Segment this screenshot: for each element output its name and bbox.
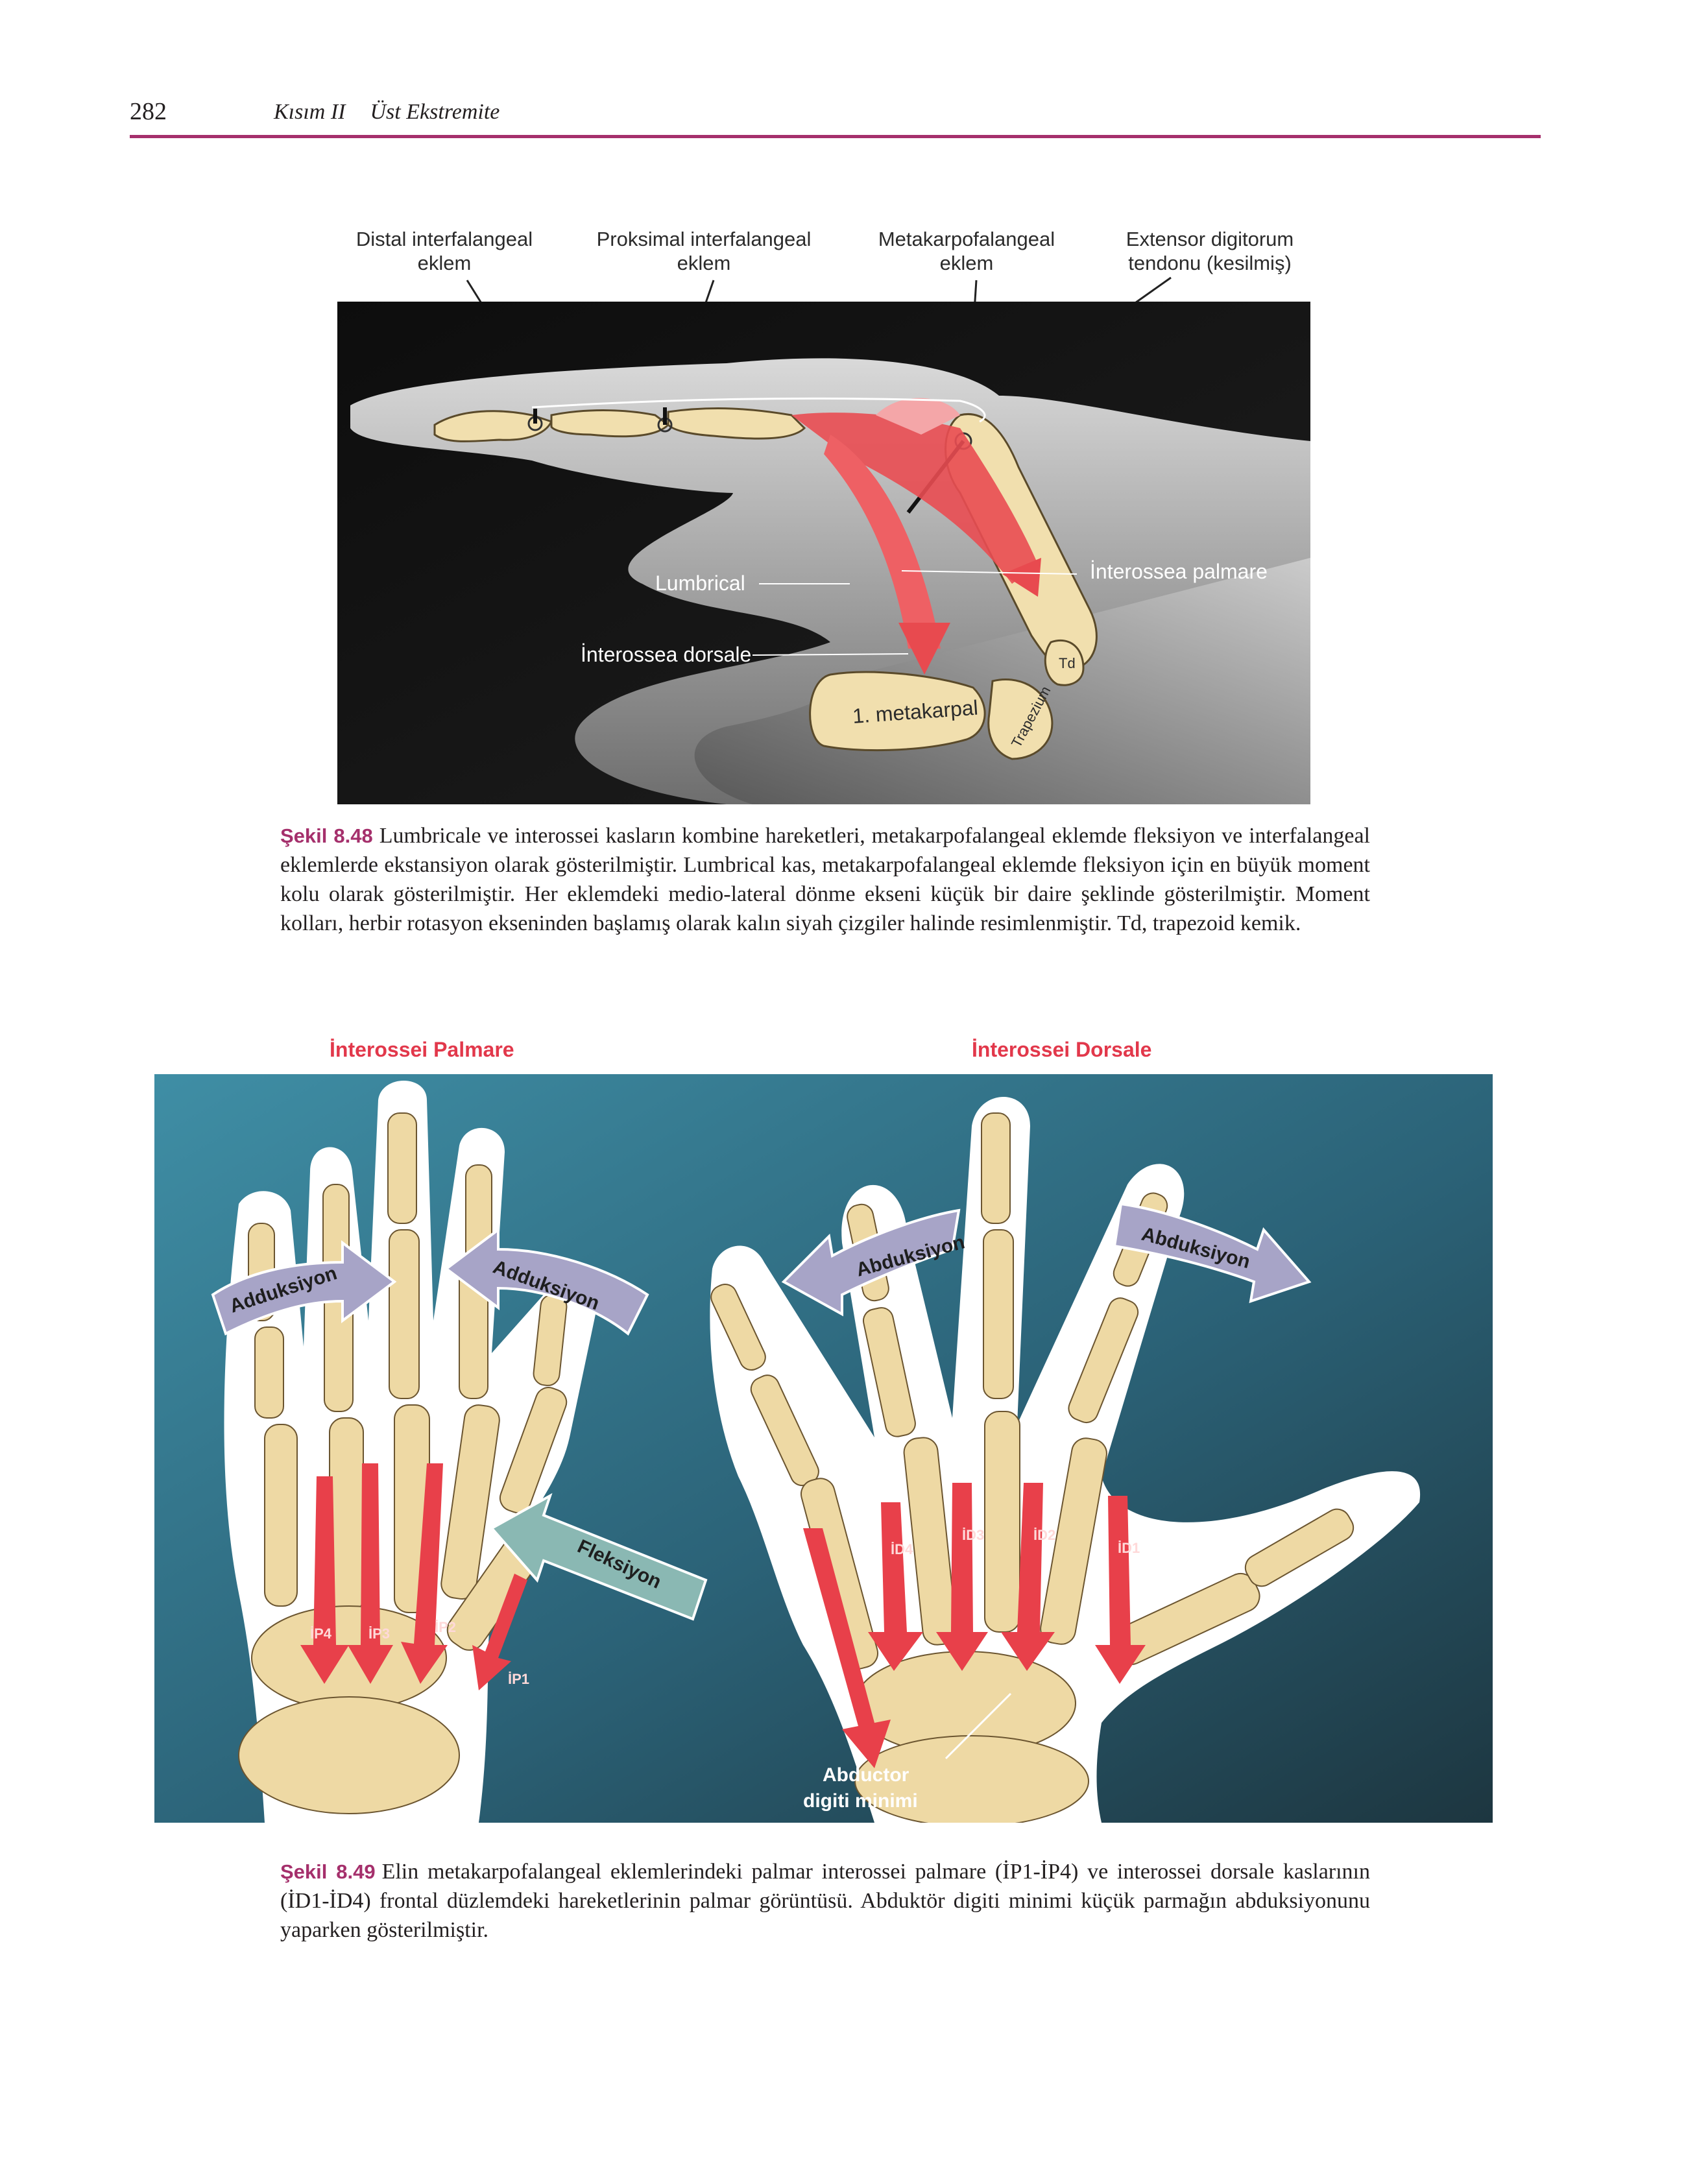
label-abductor-line2: digiti minimi bbox=[803, 1790, 918, 1812]
label-dip: Distal interfalangeal eklem bbox=[355, 228, 533, 274]
abduksiyon-arrow-left: Abduksiyon bbox=[781, 1208, 967, 1317]
label-id4: İD4 bbox=[891, 1541, 913, 1557]
left-muscles bbox=[300, 1463, 527, 1690]
extensor-tendon bbox=[531, 397, 986, 423]
title-interossei-dorsale: İnterossei Dorsale bbox=[972, 1038, 1152, 1061]
caption-8-48-number: Şekil 8.48 bbox=[280, 824, 373, 847]
running-title: Kısım II Üst Ekstremite bbox=[274, 100, 524, 125]
caption-8-48-text: Lumbricale ve interossei kasların kombin… bbox=[280, 824, 1370, 935]
label-extensor: Extensor digitorum tendonu (kesilmiş) bbox=[1126, 228, 1294, 274]
label-interossea-palmare: İnterossea palmare bbox=[1090, 560, 1268, 583]
header-rule bbox=[130, 135, 1541, 138]
label-ip4: İP4 bbox=[310, 1626, 332, 1642]
caption-8-49-text: Elin metakarpofalangeal eklemlerindeki p… bbox=[280, 1860, 1370, 1942]
label-abductor-line1: Abductor bbox=[823, 1764, 909, 1786]
left-hand-palmare: İP4 İP3 İP2 İP1 Adduksiyon Adduksiyon Fl… bbox=[211, 1081, 708, 1823]
label-ip2: İP2 bbox=[435, 1619, 456, 1635]
finger-photo-illustration: Lumbrical İnterossea dorsale İnterossea … bbox=[337, 276, 1310, 804]
part-label: Kısım II bbox=[274, 100, 346, 124]
caption-8-49-number: Şekil 8.49 bbox=[280, 1860, 376, 1883]
muscles bbox=[791, 398, 1041, 675]
leader-abductor bbox=[945, 1692, 1012, 1760]
label-ip1: İP1 bbox=[508, 1671, 529, 1687]
figure-8-49: İnterossei Palmare İnterossei Dorsale bbox=[154, 1038, 1493, 1823]
label-id3: İD3 bbox=[962, 1527, 984, 1543]
right-muscles bbox=[803, 1483, 1146, 1768]
dorsale-arrow-head bbox=[898, 623, 950, 675]
leader-palmare bbox=[901, 570, 1078, 575]
label-id2: İD2 bbox=[1033, 1527, 1055, 1543]
hands-illustration: İP4 İP3 İP2 İP1 Adduksiyon Adduksiyon Fl… bbox=[154, 1074, 1493, 1823]
leader-dorsale bbox=[752, 653, 909, 656]
label-td: Td bbox=[1059, 655, 1076, 671]
title-interossei-palmare: İnterossei Palmare bbox=[330, 1038, 514, 1061]
section-label: Üst Ekstremite bbox=[370, 100, 500, 124]
label-ip3: İP3 bbox=[368, 1626, 390, 1642]
page-header: 282 Kısım II Üst Ekstremite bbox=[130, 97, 1541, 138]
label-interossea-dorsale: İnterossea dorsale bbox=[581, 643, 751, 666]
label-id1: İD1 bbox=[1118, 1540, 1140, 1556]
label-mcp: Metakarpofalangeal eklem bbox=[878, 228, 1055, 274]
label-pip: Proksimal interfalangeal eklem bbox=[596, 228, 812, 274]
right-hand-dorsale: İD4 İD3 İD2 İD1 Abduksiyon Abduksiyon Ab… bbox=[710, 1097, 1421, 1823]
page-number: 282 bbox=[130, 98, 167, 125]
figure-8-48: Distal interfalangeal eklem Proksimal in… bbox=[337, 221, 1310, 804]
label-lumbrical: Lumbrical bbox=[655, 571, 745, 595]
